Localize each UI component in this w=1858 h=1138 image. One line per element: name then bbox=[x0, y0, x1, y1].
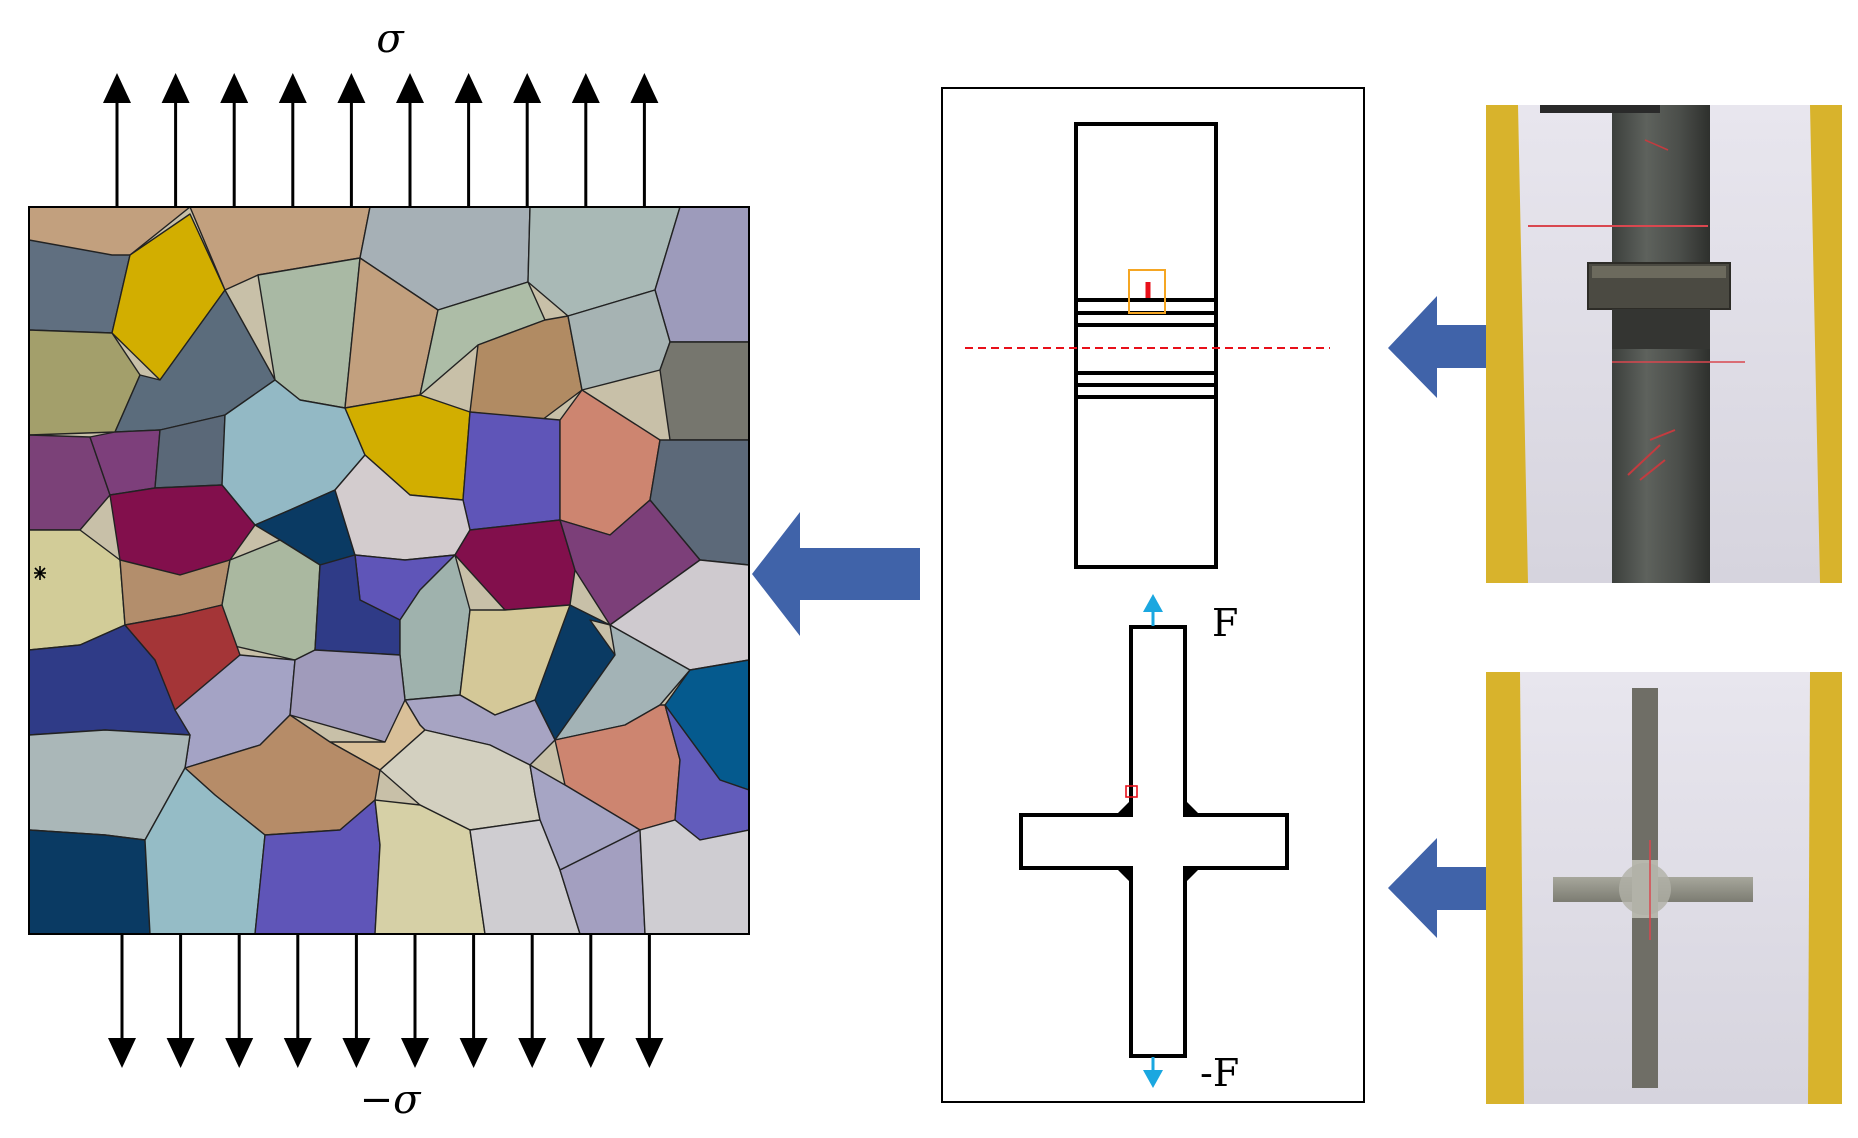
grain bbox=[659, 341, 749, 441]
crack-region-marker bbox=[1128, 269, 1166, 314]
force-arrow-up-icon bbox=[1143, 594, 1163, 626]
grain bbox=[221, 539, 321, 661]
grain bbox=[29, 434, 111, 531]
crack-location-marker bbox=[1125, 785, 1138, 798]
tensile-arrow-down-icon bbox=[518, 934, 547, 1068]
weld-toe bbox=[1185, 868, 1200, 883]
handwritten-mark bbox=[1644, 139, 1669, 151]
tensile-arrow-up-icon bbox=[396, 73, 424, 207]
force-label-top: F bbox=[1212, 601, 1238, 645]
tensile-arrows-bottom bbox=[108, 934, 664, 1068]
tensile-arrow-down-icon bbox=[459, 934, 488, 1068]
tensile-arrow-up-icon bbox=[220, 73, 249, 207]
tensile-arrow-up-icon bbox=[337, 73, 366, 207]
sigma-bottom-label: −σ bbox=[360, 1077, 423, 1123]
grain bbox=[29, 829, 151, 934]
tensile-arrow-up-icon bbox=[103, 73, 131, 207]
force-label-bottom: -F bbox=[1200, 1051, 1239, 1095]
welded-plate-side-view bbox=[1074, 122, 1218, 569]
grain-model-panel bbox=[28, 206, 750, 935]
grain bbox=[639, 819, 749, 934]
weld-bead bbox=[1592, 266, 1726, 278]
grip-shadow bbox=[1540, 105, 1660, 113]
tensile-arrow-down-icon bbox=[108, 934, 136, 1068]
tensile-arrow-down-icon bbox=[225, 934, 254, 1068]
tensile-arrow-down-icon bbox=[635, 934, 664, 1068]
grain bbox=[462, 411, 561, 531]
weld-toe bbox=[1185, 800, 1200, 815]
grain-model-border bbox=[28, 206, 750, 935]
crack-marker-icon bbox=[34, 566, 46, 580]
photo-to-schematic-arrow-icon bbox=[1388, 296, 1492, 398]
tensile-arrow-down-icon bbox=[576, 934, 605, 1068]
weld-toe bbox=[1116, 868, 1131, 883]
tensile-arrow-up-icon bbox=[278, 73, 307, 207]
grain bbox=[374, 799, 486, 934]
tensile-arrow-down-icon bbox=[401, 934, 429, 1068]
plate-outline bbox=[1074, 122, 1218, 569]
force-arrow-down-icon bbox=[1143, 1057, 1163, 1088]
specimen-photo-plate bbox=[1486, 105, 1842, 583]
tensile-arrow-down-icon bbox=[342, 934, 371, 1068]
handwritten-mark bbox=[1627, 429, 1676, 481]
schematic-panel: F -F bbox=[941, 87, 1365, 1103]
weld-zone bbox=[1612, 309, 1710, 349]
specimen-photo-cruciform bbox=[1486, 672, 1842, 1104]
tensile-arrow-up-icon bbox=[513, 73, 542, 207]
tensile-arrow-up-icon bbox=[571, 73, 600, 207]
left-pointer-arrow-icon bbox=[752, 512, 920, 636]
tensile-arrow-up-icon bbox=[454, 73, 483, 207]
tensile-arrows-top bbox=[103, 73, 659, 207]
tensile-arrow-up-icon bbox=[630, 73, 659, 207]
tensile-arrow-up-icon bbox=[161, 73, 190, 207]
photo-to-schematic-arrow-icon bbox=[1388, 838, 1492, 938]
tensile-arrow-down-icon bbox=[166, 934, 195, 1068]
weld-toe bbox=[1116, 800, 1131, 815]
cruciform-joint bbox=[1019, 625, 1289, 1058]
grain-polygons bbox=[29, 207, 749, 934]
tensile-arrow-down-icon bbox=[283, 934, 312, 1068]
sigma-top-label: σ bbox=[376, 16, 405, 62]
weld-bead bbox=[1619, 863, 1671, 915]
